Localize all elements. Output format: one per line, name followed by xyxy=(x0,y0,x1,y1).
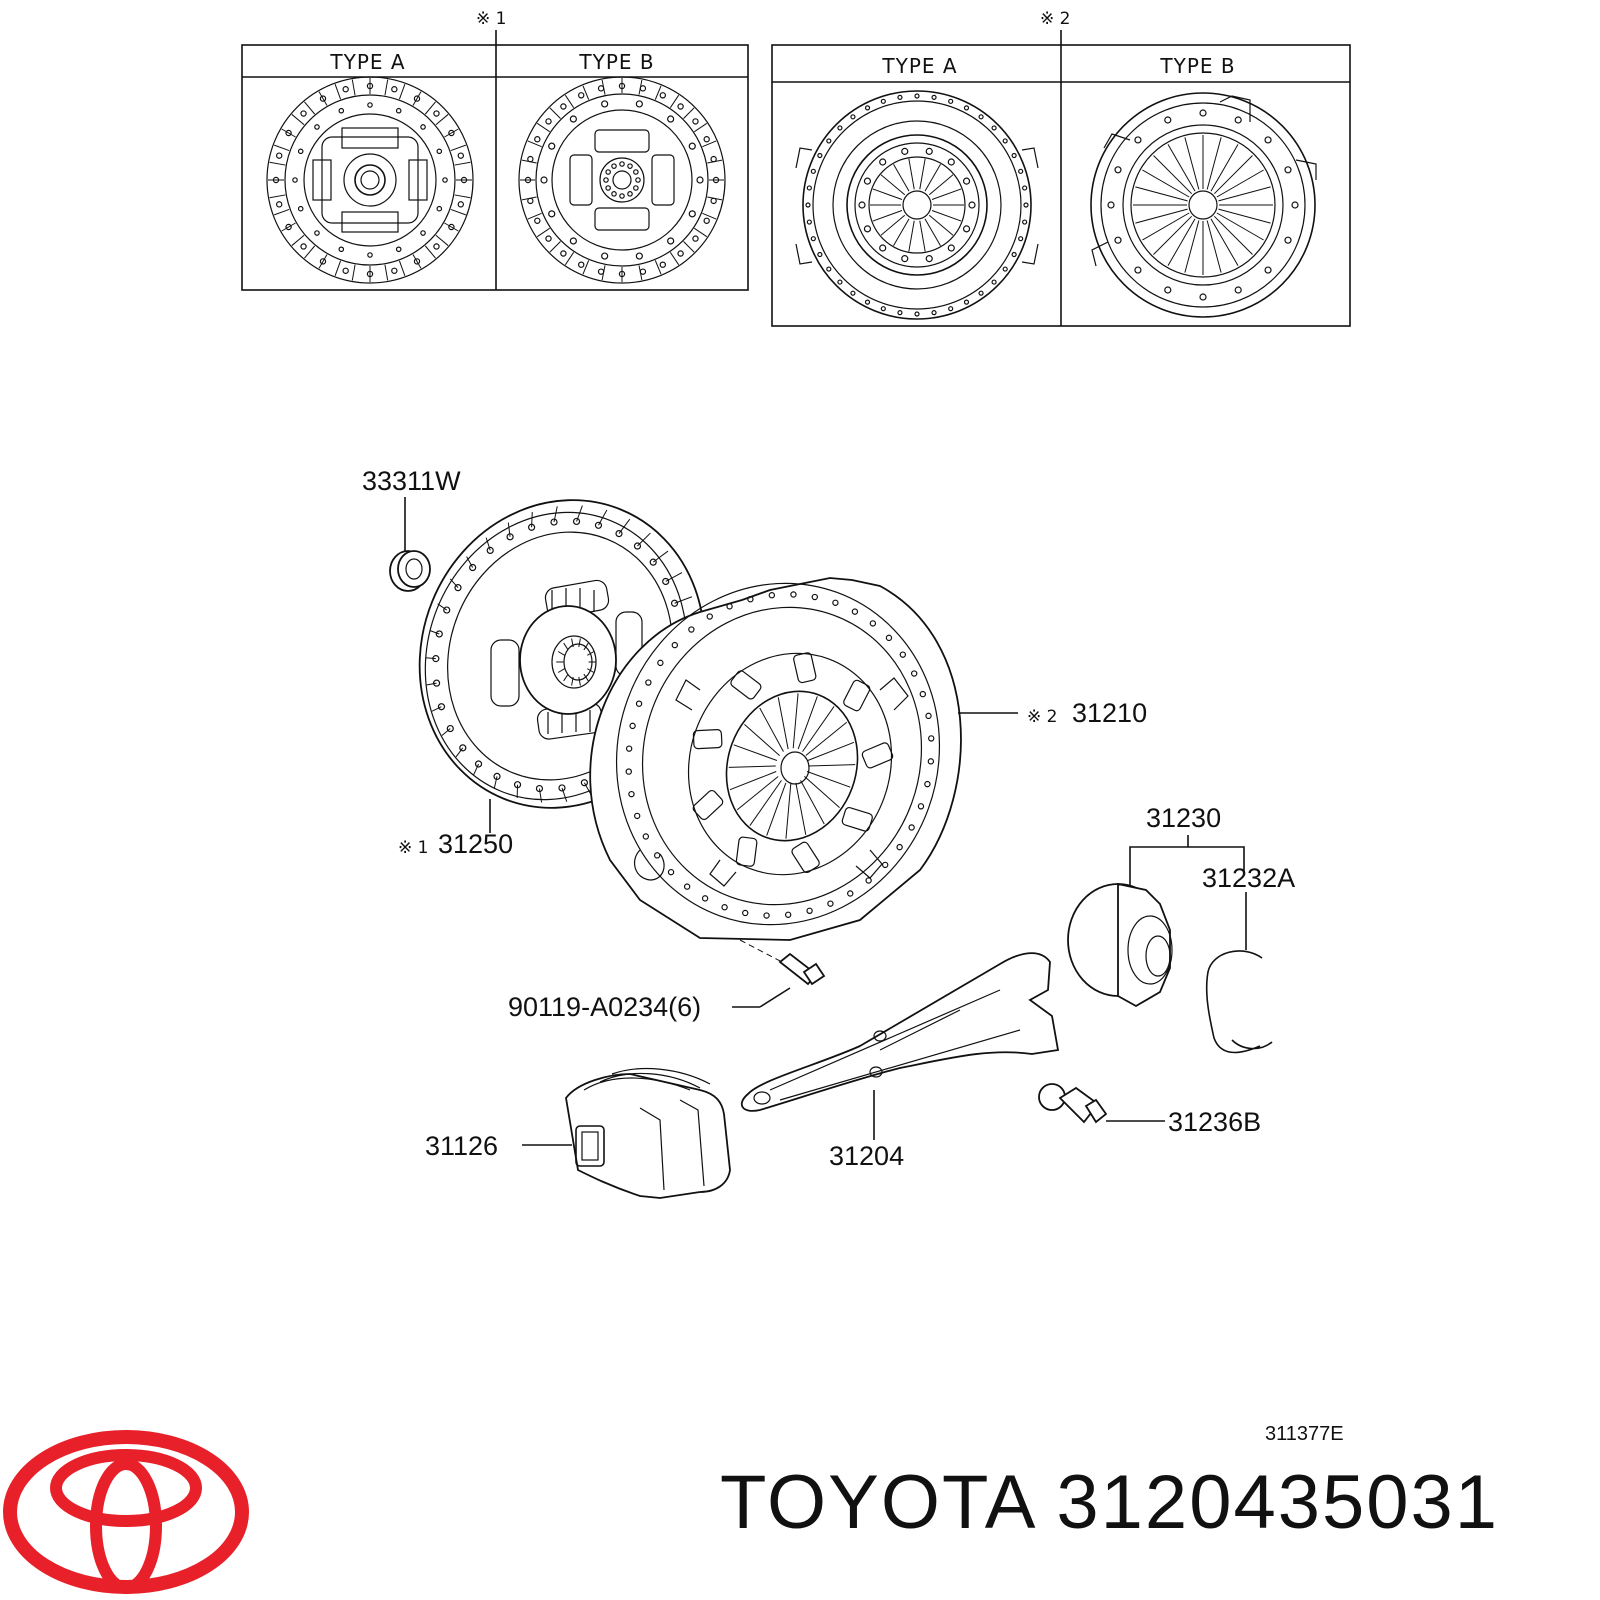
table-2-type-b-header: TYPE B xyxy=(1159,54,1235,78)
type-a-pressure-plate-drawing xyxy=(795,90,1039,320)
diagram-code: 311377E xyxy=(1265,1423,1344,1445)
release-fork-31204: 31204 xyxy=(740,952,1060,1171)
boot-31126: 31126 xyxy=(425,1067,731,1199)
table-1-reference-mark: ※ 1 xyxy=(476,9,506,29)
toyota-logo-icon xyxy=(3,1430,249,1594)
label-33311w: 33311W xyxy=(362,466,461,496)
label-90119-a0234: 90119-A0234(6) xyxy=(508,992,701,1022)
part-number: 3120435031 xyxy=(1056,1460,1500,1545)
brand-name: TOYOTA xyxy=(720,1460,1034,1545)
type-a-clutch-disc-drawing xyxy=(266,76,474,284)
reference-mark-2: ※ 2 xyxy=(1027,707,1057,727)
type-b-clutch-disc-drawing xyxy=(518,76,726,284)
reference-mark-1: ※ 1 xyxy=(398,838,428,858)
label-31230: 31230 xyxy=(1146,803,1221,833)
table-2-reference-mark: ※ 2 xyxy=(1040,9,1070,29)
table-2-type-a-header: TYPE A xyxy=(881,54,957,78)
clutch-cover-31210: ※ 2 31210 xyxy=(589,577,1147,941)
type-table-2: ※ 2 TYPE A TYPE B xyxy=(771,9,1351,327)
table-1-type-b-header: TYPE B xyxy=(578,50,654,74)
table-1-type-a-header: TYPE A xyxy=(329,50,405,74)
part-caption: TOYOTA 3120435031 xyxy=(720,1448,1580,1558)
label-31210: 31210 xyxy=(1072,698,1147,728)
release-bearing-31230: 31230 31232A xyxy=(1067,803,1295,1054)
label-31204: 31204 xyxy=(829,1141,904,1171)
type-table-1: ※ 1 TYPE A TYPE B xyxy=(241,9,749,291)
bolt-90119-a0234: 90119-A0234(6) xyxy=(508,939,826,1022)
label-31126: 31126 xyxy=(425,1131,498,1161)
label-31232a: 31232A xyxy=(1202,863,1295,893)
fork-support-31236b: 31236B xyxy=(1038,1083,1261,1137)
label-31250: 31250 xyxy=(438,829,513,859)
label-31236b: 31236B xyxy=(1168,1107,1261,1137)
pilot-bearing-33311w: 33311W xyxy=(362,466,461,592)
type-b-pressure-plate-drawing xyxy=(1090,92,1317,318)
